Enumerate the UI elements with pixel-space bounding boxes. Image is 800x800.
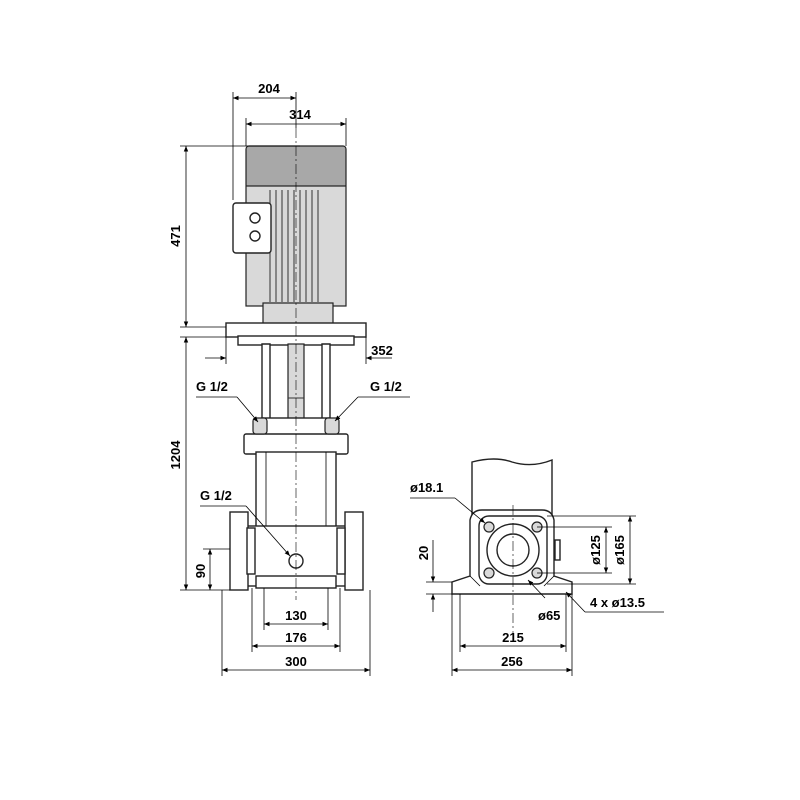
connection-left-top-label: G 1/2 xyxy=(196,379,228,394)
dim-pcd-125-label: ø125 xyxy=(588,535,603,565)
vent-screw-left xyxy=(252,417,268,435)
connection-right-top-label: G 1/2 xyxy=(370,379,402,394)
dim-1204-label: 1204 xyxy=(168,440,183,470)
motor-cooling-fins xyxy=(269,190,319,302)
bolt-hole-1 xyxy=(483,521,495,533)
cable-gland-upper xyxy=(249,212,261,224)
dim-hole-dia: ø18.1 xyxy=(410,480,486,524)
front-view: 204 314 471 352 1204 xyxy=(168,81,410,676)
dim-pcd-125: ø125 xyxy=(537,526,612,574)
dim-bore-65-label: ø65 xyxy=(538,608,560,623)
dim-215: 215 xyxy=(459,594,567,652)
dim-90: 90 xyxy=(193,548,230,590)
dim-256-label: 256 xyxy=(501,654,523,669)
dim-314-label: 314 xyxy=(289,107,311,122)
dim-300: 300 xyxy=(221,590,371,676)
dim-base-holes: 4 x ø13.5 xyxy=(565,591,664,613)
dim-base-holes-label: 4 x ø13.5 xyxy=(590,595,645,610)
dim-130: 130 xyxy=(263,588,329,630)
vent-screw-right xyxy=(324,417,340,435)
dim-352: 352 xyxy=(205,337,393,364)
dim-176-label: 176 xyxy=(285,630,307,645)
dim-204: 204 xyxy=(232,81,297,200)
dim-1204: 1204 xyxy=(168,336,230,591)
terminal-box xyxy=(232,202,272,254)
side-sleeve xyxy=(471,458,553,517)
connection-right-top: G 1/2 xyxy=(334,379,410,422)
dim-300-label: 300 xyxy=(285,654,307,669)
dim-bore-65: ø65 xyxy=(527,579,560,623)
connection-left-top: G 1/2 xyxy=(196,379,259,423)
dim-20: 20 xyxy=(416,540,452,612)
dim-314: 314 xyxy=(245,107,347,146)
dim-471: 471 xyxy=(168,145,300,328)
dim-204-label: 204 xyxy=(258,81,280,96)
dim-20-label: 20 xyxy=(416,546,431,560)
cable-gland-lower xyxy=(249,230,261,242)
dim-flange-165-label: ø165 xyxy=(612,535,627,565)
connection-bottom-label: G 1/2 xyxy=(200,488,232,503)
outlet-flange xyxy=(344,511,364,591)
dim-215-label: 215 xyxy=(502,630,524,645)
dim-176: 176 xyxy=(251,588,341,652)
dim-471-label: 471 xyxy=(168,225,183,247)
connection-bottom: G 1/2 xyxy=(200,488,291,557)
dim-flange-165: ø165 xyxy=(547,515,636,585)
bolt-hole-3 xyxy=(483,567,495,579)
dim-hole-dia-label: ø18.1 xyxy=(410,480,443,495)
dim-130-label: 130 xyxy=(285,608,307,623)
inlet-flange xyxy=(229,511,249,591)
motor-foot xyxy=(262,302,334,326)
dim-352-label: 352 xyxy=(371,343,393,358)
dim-90-label: 90 xyxy=(193,564,208,578)
side-view: ø18.1 20 ø125 ø165 ø6 xyxy=(410,458,664,676)
dim-256: 256 xyxy=(451,594,573,676)
